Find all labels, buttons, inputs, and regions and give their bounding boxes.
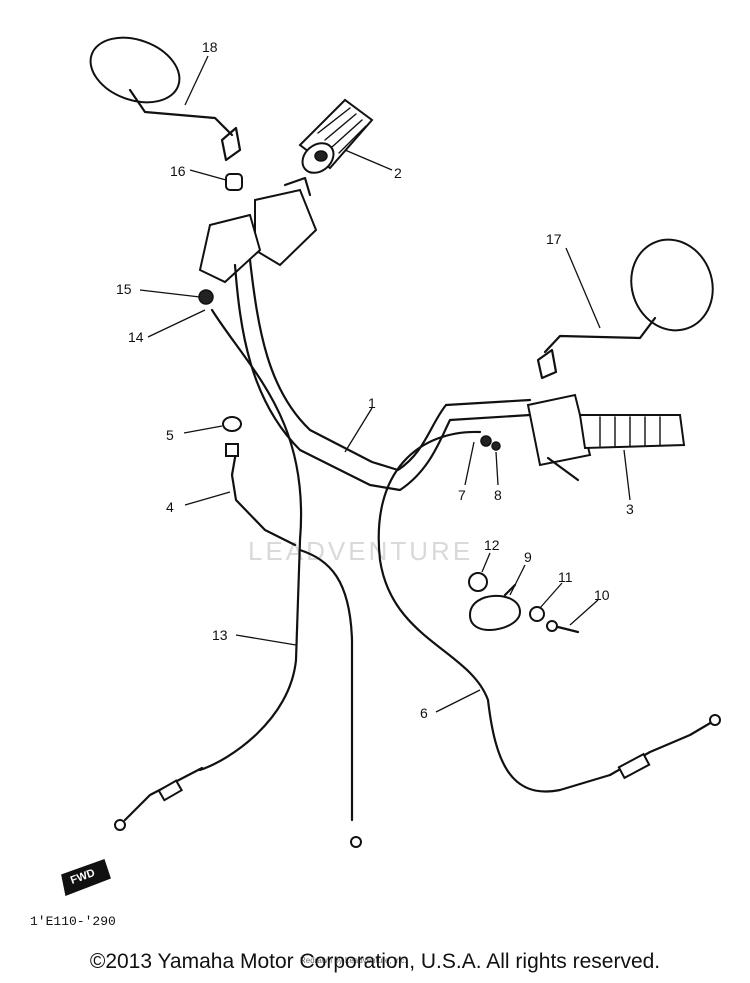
callout-9: 9 (524, 549, 532, 565)
callout-5: 5 (166, 427, 174, 443)
handlebar (233, 258, 532, 492)
drawing-code: 1'E110-'290 (30, 914, 116, 929)
choke-cable (222, 416, 362, 848)
callout-8: 8 (494, 487, 502, 503)
callout-13: 13 (212, 627, 228, 643)
callout-12: 12 (484, 537, 500, 553)
clutch-cable (114, 308, 303, 831)
callout-18: 18 (202, 39, 218, 55)
handlebar-cable-diagram: LEADVENTURE (30, 36, 721, 929)
left-switch-assembly (198, 176, 318, 305)
watermark-text: LEADVENTURE (248, 536, 473, 566)
callout-2: 2 (394, 165, 402, 181)
callout-15: 15 (116, 281, 132, 297)
callout-6: 6 (420, 705, 428, 721)
left-grip (298, 98, 374, 174)
callout-numbers: 1 2 3 4 5 6 7 8 9 10 11 12 13 14 15 16 1… (116, 39, 634, 721)
callout-17: 17 (546, 231, 562, 247)
callout-10: 10 (594, 587, 610, 603)
callout-3: 3 (626, 501, 634, 517)
right-switch-throttle (526, 393, 686, 482)
callout-11: 11 (558, 569, 573, 585)
callout-4: 4 (166, 499, 174, 515)
callout-1: 1 (368, 395, 376, 411)
callout-16: 16 (170, 163, 186, 179)
copyright-text: ©2013 Yamaha Motor Corporation, U.S.A. A… (89, 950, 661, 973)
leader-lines (139, 55, 631, 713)
callout-14: 14 (128, 329, 144, 345)
clamp-group (468, 572, 580, 634)
fwd-arrow-badge: FWD (61, 859, 111, 897)
right-mirror (536, 238, 714, 380)
left-mirror (89, 36, 242, 162)
throttle-cable (377, 430, 721, 793)
cap-16 (225, 173, 243, 191)
redrawn-note: Redrawn by Leadventure, Inc. (300, 956, 407, 965)
callout-7: 7 (458, 487, 466, 503)
